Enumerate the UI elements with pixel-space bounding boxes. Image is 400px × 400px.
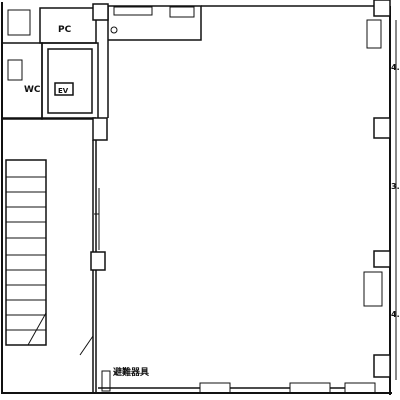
dimension-label: 4. — [391, 310, 400, 319]
column — [373, 0, 391, 17]
column — [373, 354, 391, 378]
elevator-car — [47, 48, 93, 114]
exterior-walls — [1, 2, 392, 395]
fixtures — [79, 6, 383, 394]
elevator-shaft — [41, 42, 99, 120]
dimension-label: 4. — [391, 63, 400, 72]
pc-label: PC — [58, 25, 72, 35]
column — [92, 3, 109, 21]
ev-label: EV — [58, 87, 69, 95]
wc-room — [1, 42, 43, 120]
dimension-label: 3. — [391, 182, 400, 191]
column — [373, 117, 391, 139]
columns — [90, 0, 391, 378]
escape-device-label: 避難器具 — [113, 366, 149, 378]
stair — [5, 159, 47, 346]
service-core — [1, 7, 99, 120]
column — [90, 251, 106, 271]
column — [373, 250, 391, 268]
column — [92, 117, 108, 141]
elevator-indicator — [54, 82, 74, 96]
main-room-walls — [92, 5, 374, 392]
wc-label: WC — [24, 85, 41, 95]
